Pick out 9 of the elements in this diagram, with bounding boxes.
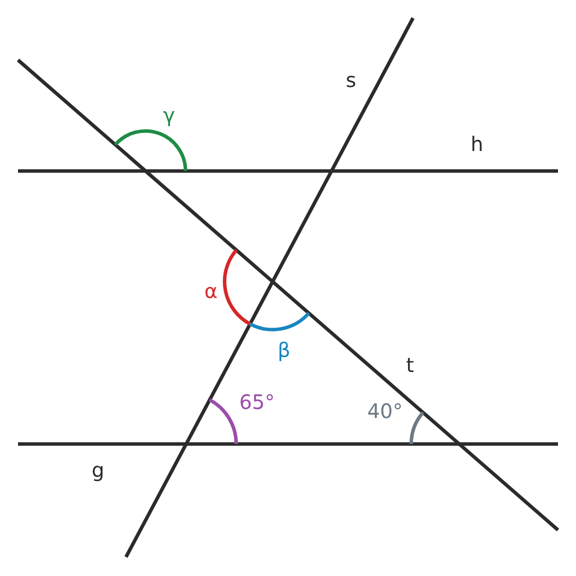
line-label: g — [92, 458, 104, 482]
line-label: s — [346, 68, 356, 92]
angle-label: β — [278, 338, 290, 362]
angle-label: γ — [163, 103, 175, 127]
angle-label: 40° — [367, 399, 403, 423]
angle-label: 65° — [239, 390, 275, 414]
angle-label: α — [204, 279, 218, 303]
line-label: h — [470, 132, 484, 156]
line-label: t — [406, 353, 414, 377]
